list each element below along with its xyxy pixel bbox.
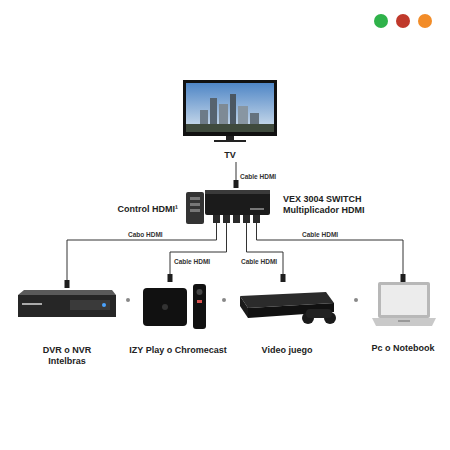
dvr-top: [18, 290, 116, 295]
izy-remote-button: [197, 289, 203, 295]
device-label: IZY Play o Chromecast: [118, 345, 238, 356]
device-label: VEX 3004 SWITCH Multiplicador HDMI: [283, 194, 383, 216]
brand-dot: [374, 14, 388, 28]
cable-label: Cable HDMI: [240, 173, 276, 181]
dvr-panel: [70, 300, 110, 310]
laptop-screen: [381, 285, 427, 315]
cable-label: Cable HDMI: [174, 258, 210, 266]
console-node: Video juego: [237, 282, 337, 327]
cable-label: Cable HDMI: [302, 231, 338, 239]
remote-node: Control HDMI¹: [186, 192, 204, 224]
cable-line: [67, 223, 217, 288]
tv-node: TV: [183, 80, 277, 162]
dvr-drawing: [18, 290, 116, 317]
device-label: DVR o NVR Intelbras: [32, 345, 102, 367]
laptop-base: [372, 318, 436, 326]
controller-body: [306, 309, 332, 318]
hdmi-cable: [65, 223, 217, 288]
switch-top: [205, 190, 270, 194]
tv-ground: [186, 124, 274, 132]
hdmi-plug: [281, 274, 286, 282]
device-label: Video juego: [237, 345, 337, 356]
tv-screen: [186, 83, 274, 132]
device-label: TV: [183, 150, 277, 161]
cable-line: [236, 162, 237, 188]
cable-label: Cabo HDMI: [128, 231, 163, 239]
izy-remote-button: [197, 300, 202, 303]
cable-label: Cable HDMI: [241, 258, 277, 266]
console-drawing: [240, 292, 336, 324]
separator-dot: [222, 298, 226, 302]
hdmi-plug: [401, 274, 406, 282]
switch-node: VEX 3004 SWITCH Multiplicador HDMI: [205, 188, 270, 223]
cable-line: [170, 223, 227, 282]
brand-dot: [418, 14, 432, 28]
cable-line: [257, 223, 404, 282]
hdmi-cable: [257, 223, 406, 282]
tv-drawing: [183, 80, 277, 142]
remote-body: [186, 192, 204, 224]
device-label: Control HDMI¹: [118, 204, 179, 215]
hdmi-plug: [168, 274, 173, 282]
izy-logo: [162, 304, 168, 310]
switch-port: [223, 215, 230, 223]
switch-port: [243, 215, 250, 223]
remote-button: [190, 203, 200, 206]
hdmi-plug: [65, 280, 70, 288]
hdmi-cable: [168, 223, 227, 282]
izy-remote: [193, 284, 206, 329]
cable-line: [247, 223, 284, 282]
hdmi-cable: [247, 223, 286, 282]
hdmi-plug: [234, 180, 239, 188]
hdmi-cable: [234, 162, 239, 188]
izy-box: [143, 288, 187, 326]
switch-drawing: [205, 190, 270, 223]
izy-drawing: [143, 284, 206, 329]
tv-frame: [183, 80, 277, 136]
brand-dot: [396, 14, 410, 28]
streamer-node: IZY Play o Chromecast: [143, 282, 213, 330]
laptop-touchpad: [398, 320, 410, 322]
switch-port: [213, 215, 220, 223]
switch-logo: [250, 208, 264, 210]
remote-button: [190, 209, 200, 212]
tv-stand: [226, 136, 234, 140]
console-front: [248, 303, 334, 318]
console-side: [240, 296, 248, 318]
dvr-logo: [22, 303, 42, 305]
switch-port: [253, 215, 260, 223]
laptop-lid: [378, 282, 430, 318]
dvr-node: DVR o NVR Intelbras: [18, 288, 116, 320]
device-label: Pc o Notebook: [350, 343, 450, 354]
switch-port: [233, 215, 240, 223]
tv-stand: [214, 140, 246, 142]
switch-body: [205, 190, 270, 215]
separator-dot: [126, 298, 130, 302]
laptop-node: Pc o Notebook: [370, 282, 436, 328]
separator-dot: [354, 298, 358, 302]
dvr-front: [18, 295, 116, 317]
remote-button: [190, 197, 200, 200]
laptop-drawing: [372, 282, 436, 326]
remote-drawing: [186, 192, 204, 224]
dvr-led: [102, 303, 106, 307]
